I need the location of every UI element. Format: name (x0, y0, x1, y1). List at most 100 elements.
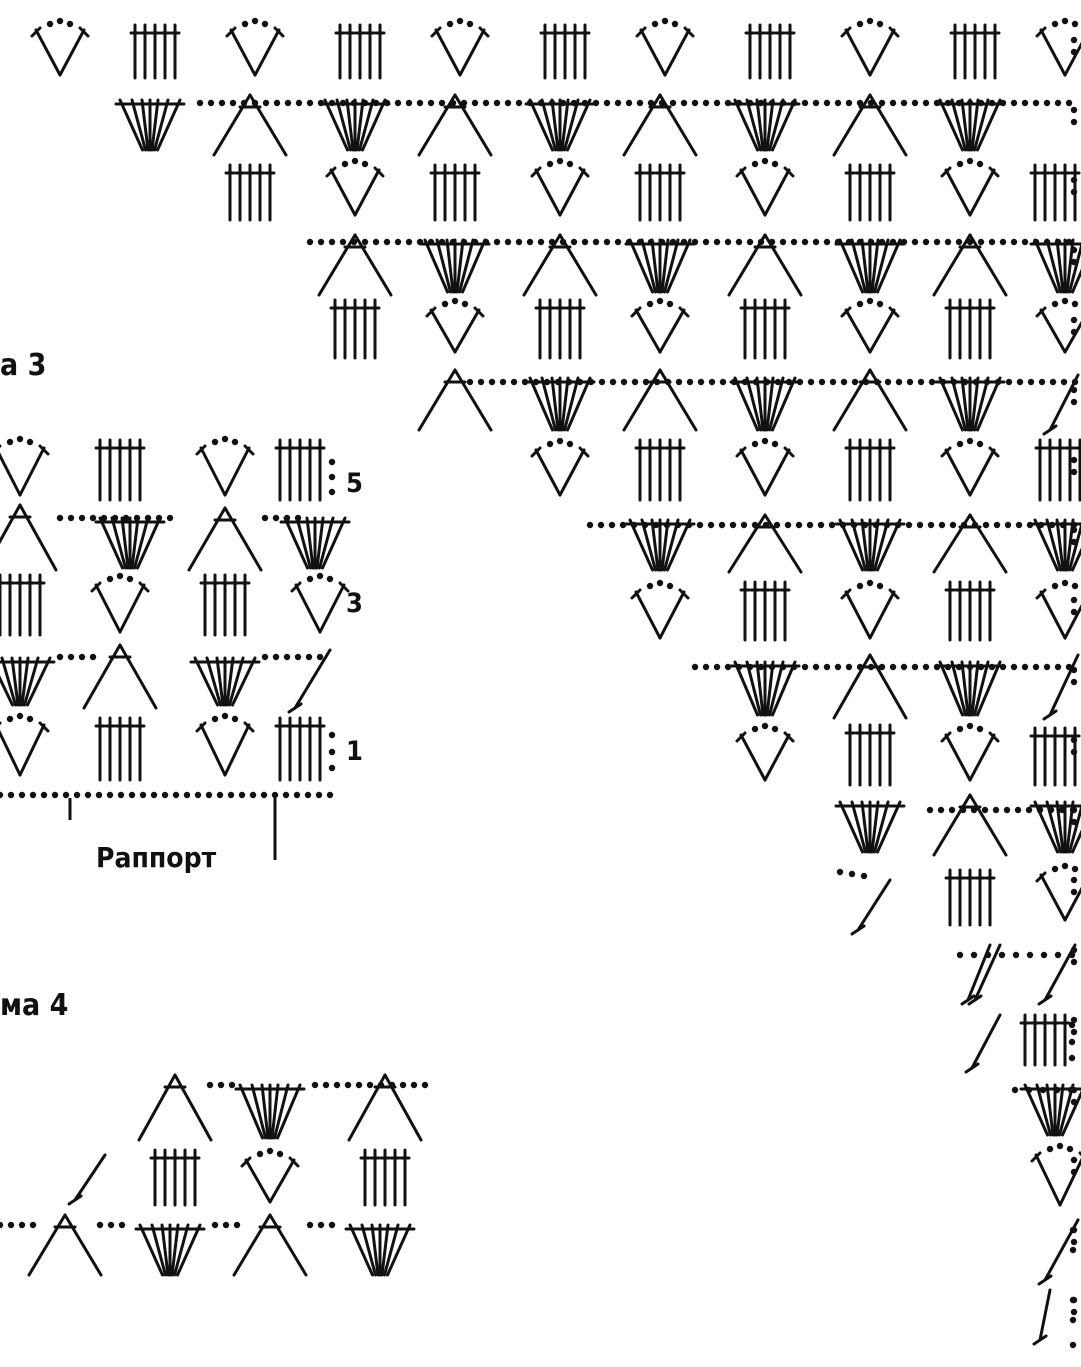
chain-dot-icon (1071, 877, 1077, 883)
chain-dot-icon (901, 100, 907, 106)
chain-dot-icon (389, 1082, 395, 1088)
chain-dot-icon (317, 654, 323, 660)
chain-dot-icon (1039, 379, 1045, 385)
chain-dot-icon (1071, 609, 1077, 615)
fan-icon (731, 378, 799, 430)
chain-dot-icon (284, 515, 290, 521)
symbols-layer (0, 25, 1081, 1344)
chain-dot-icon (973, 379, 979, 385)
chain-dot-icon (373, 100, 379, 106)
chain-dot-icon (659, 100, 665, 106)
dots-layer (0, 18, 1078, 1348)
chain-dot-icon (232, 439, 238, 445)
chain-dot-icon (294, 792, 300, 798)
five-stitch-group-icon (361, 1150, 409, 1205)
chain-dot-icon (978, 664, 984, 670)
chain-dot-icon (747, 239, 753, 245)
diagonal-stitch-icon (852, 880, 890, 934)
chain-dot-icon (108, 1222, 114, 1228)
chain-dot-icon (862, 522, 868, 528)
fan-icon (936, 100, 1004, 150)
chain-dot-icon (957, 161, 963, 167)
chain-dot-icon (642, 522, 648, 528)
chain-dot-icon (79, 654, 85, 660)
chain-dot-icon (950, 522, 956, 528)
v-stitch-icon (427, 308, 483, 352)
chain-dot-icon (775, 379, 781, 385)
chain-dot-icon (906, 522, 912, 528)
chain-dot-icon (457, 18, 463, 24)
chain-dot-icon (621, 379, 627, 385)
fan-icon (136, 1225, 204, 1275)
chain-dot-icon (923, 100, 929, 106)
chain-dot-icon (1044, 100, 1050, 106)
chain-dot-icon (846, 664, 852, 670)
chain-dot-icon (907, 379, 913, 385)
chain-dot-icon (417, 100, 423, 106)
chain-dot-icon (123, 515, 129, 521)
five-stitch-group-icon (131, 25, 179, 78)
v-stitch-icon (737, 448, 793, 495)
chain-dot-icon (1071, 107, 1077, 113)
v-stitch-icon (227, 28, 283, 75)
five-stitch-group-icon (746, 25, 794, 78)
chain-dot-icon (676, 379, 682, 385)
v-stitch-icon (842, 28, 898, 75)
chain-dot-icon (985, 952, 991, 958)
a-stitch-icon (29, 1215, 101, 1275)
chain-dot-icon (1071, 1087, 1077, 1093)
chain-dot-icon (17, 713, 23, 719)
chain-dot-icon (118, 792, 124, 798)
chain-dot-icon (890, 239, 896, 245)
chain-dot-icon (957, 726, 963, 732)
chain-dot-icon (626, 100, 632, 106)
chain-dot-icon (406, 100, 412, 106)
chain-dot-icon (145, 515, 151, 521)
chain-dot-icon (47, 21, 53, 27)
chain-dot-icon (527, 100, 533, 106)
five-stitch-group-icon (276, 718, 324, 780)
chain-dot-icon (857, 664, 863, 670)
chain-dot-icon (0, 1222, 3, 1228)
five-stitch-group-icon (431, 165, 479, 220)
chain-dot-icon (1011, 239, 1017, 245)
chain-dot-icon (982, 807, 988, 813)
chain-dot-icon (352, 158, 358, 164)
chain-dot-icon (1071, 1227, 1077, 1233)
chain-dot-icon (452, 298, 458, 304)
chain-dot-icon (207, 1082, 213, 1088)
chain-dot-icon (1055, 100, 1061, 106)
chain-dot-icon (977, 441, 983, 447)
chain-dot-icon (538, 239, 544, 245)
chain-dot-icon (96, 792, 102, 798)
chain-dot-icon (217, 792, 223, 798)
chain-dot-icon (731, 379, 737, 385)
row-number-3: 3 (346, 588, 363, 619)
a-stitch-icon (934, 795, 1006, 855)
fan-icon (836, 520, 904, 570)
chain-dot-icon (67, 21, 73, 27)
chain-dot-icon (362, 100, 368, 106)
five-stitch-group-icon (741, 300, 789, 358)
chain-dot-icon (267, 1148, 273, 1154)
chain-dot-icon (1071, 399, 1077, 405)
chain-dot-icon (439, 100, 445, 106)
chain-dot-icon (318, 1222, 324, 1228)
chain-dot-icon (212, 716, 218, 722)
chain-dot-icon (957, 441, 963, 447)
chain-dot-icon (762, 438, 768, 444)
chain-dot-icon (917, 522, 923, 528)
scheme-3-title: а 3 (0, 348, 46, 383)
chain-dot-icon (229, 1082, 235, 1088)
chain-dot-icon (422, 1082, 428, 1088)
chain-dot-icon (329, 732, 335, 738)
chain-dot-icon (162, 792, 168, 798)
chain-dot-icon (1071, 469, 1077, 475)
chain-dot-icon (1071, 667, 1077, 673)
chain-dot-icon (228, 792, 234, 798)
chain-dot-icon (1071, 189, 1077, 195)
fan-icon (236, 1085, 304, 1138)
chain-dot-icon (296, 100, 302, 106)
chain-dot-icon (1070, 1247, 1076, 1253)
